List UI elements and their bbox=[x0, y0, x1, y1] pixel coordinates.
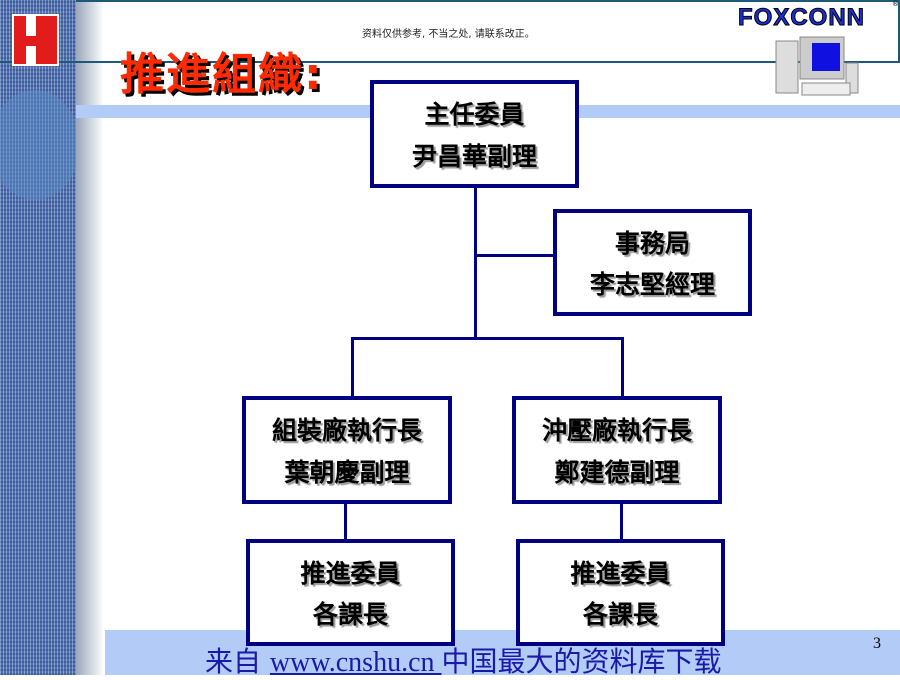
connector-line bbox=[620, 502, 623, 541]
name-label: 葉朝慶副理 bbox=[284, 458, 410, 487]
role-label: 沖壓廠執行長 bbox=[541, 416, 692, 445]
org-box-stamping: 沖壓廠執行長 鄭建德副理 bbox=[512, 396, 722, 504]
role-label: 推進委員 bbox=[300, 558, 401, 588]
connector-line bbox=[344, 502, 347, 541]
connector-line bbox=[474, 186, 477, 339]
side-shadow bbox=[76, 0, 104, 675]
role-label: 主任委員 bbox=[424, 100, 525, 129]
connector-line bbox=[621, 337, 624, 398]
footer-prefix: 来自 bbox=[205, 645, 270, 678]
org-box-chair: 主任委員 尹昌華副理 bbox=[370, 80, 579, 188]
org-box-right-sub: 推進委員 各課長 bbox=[516, 539, 725, 646]
connector-line bbox=[351, 337, 354, 398]
footer-text: 来自 www.cnshu.cn 中国最大的资料库下载 bbox=[205, 640, 722, 680]
footer-link[interactable]: www.cnshu.cn bbox=[269, 647, 442, 678]
page-number: 3 bbox=[873, 635, 881, 652]
notice-text: 资料仅供参考, 不当之处, 请联系改正。 bbox=[362, 29, 535, 40]
name-label: 鄭建德副理 bbox=[554, 458, 680, 487]
name-label: 李志堅經理 bbox=[589, 270, 715, 300]
header-frame bbox=[76, 0, 900, 63]
role-label: 推進委員 bbox=[570, 558, 671, 588]
h-logo-icon bbox=[12, 14, 59, 66]
name-label: 尹昌華副理 bbox=[411, 142, 537, 171]
name-label: 各課長 bbox=[582, 600, 658, 630]
role-label: 事務局 bbox=[614, 228, 690, 258]
footer-suffix: 中国最大的资料库下载 bbox=[441, 645, 722, 678]
org-box-assembly: 組裝廠執行長 葉朝慶副理 bbox=[242, 396, 452, 504]
computer-icon bbox=[775, 36, 859, 96]
foxconn-logo: FOXCONN bbox=[738, 4, 865, 32]
connector-line bbox=[476, 254, 554, 257]
header-line bbox=[0, 61, 900, 63]
org-box-office: 事務局 李志堅經理 bbox=[553, 209, 752, 316]
role-label: 組裝廠執行長 bbox=[271, 416, 422, 445]
registered-mark: ® bbox=[892, 0, 899, 8]
decorative-circle bbox=[0, 90, 80, 200]
slide-title: 推進組織: bbox=[120, 49, 324, 100]
connector-line bbox=[351, 337, 624, 340]
org-box-left-sub: 推進委員 各課長 bbox=[246, 539, 455, 646]
name-label: 各課長 bbox=[312, 600, 388, 630]
footer-band bbox=[105, 630, 900, 675]
